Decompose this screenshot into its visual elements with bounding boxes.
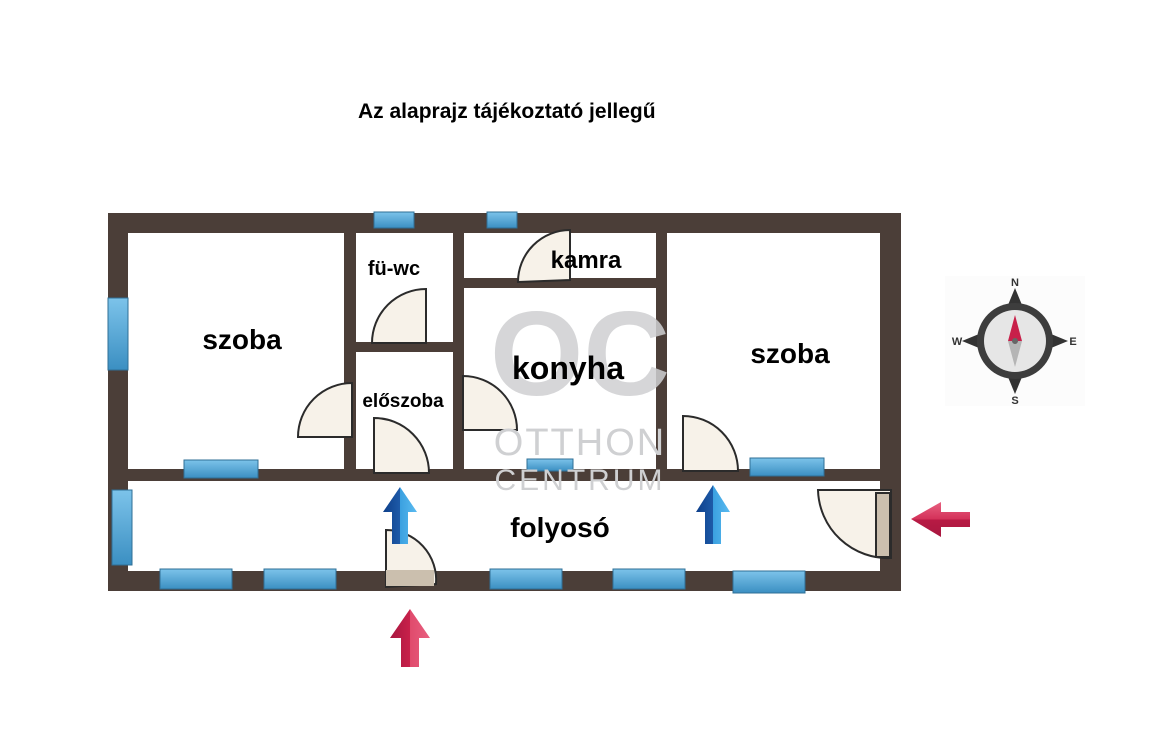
window [749,457,825,477]
entry-arrows-red [390,502,970,667]
window [732,570,806,594]
door [516,228,571,284]
arrow-up-icon [390,609,430,667]
window [489,568,563,590]
compass: N S E W [945,276,1085,407]
door [296,381,353,438]
compass-needle-north [1008,315,1022,341]
window [111,489,133,566]
room-label-szoba-right: szoba [750,338,830,369]
watermark: OC OTTHON CENTRUM [490,287,670,497]
arrow-up-icon [696,485,730,544]
arrow-up-icon [383,487,417,544]
room-label-folyoso: folyosó [510,512,610,543]
entry-arrows-blue [383,485,730,544]
doors [296,228,892,589]
window [263,568,337,590]
door [370,287,427,344]
arrow-left-icon [911,502,970,537]
window [486,211,518,229]
compass-n: N [1011,277,1019,289]
door [816,489,892,560]
compass-w: W [952,336,963,348]
watermark-logo: OC [490,287,670,421]
watermark-line1: OTTHON [494,422,666,464]
window [612,568,686,590]
room-label-szoba-left: szoba [202,324,282,355]
room-labels: szoba fü-wc kamra konyha szoba előszoba … [202,247,830,543]
window [373,211,415,229]
room-label-fu-wc: fü-wc [368,258,420,280]
compass-needle-south [1008,341,1022,367]
room-label-eloszoba: előszoba [362,391,444,412]
windows [107,211,825,594]
window [526,458,574,472]
window [183,459,259,479]
compass-e: E [1069,336,1076,348]
room-label-kamra: kamra [551,247,622,274]
compass-s: S [1011,395,1018,407]
room-label-konyha: konyha [512,350,624,386]
window [159,568,233,590]
door [462,374,519,431]
window [107,297,129,371]
watermark-line2: CENTRUM [495,464,666,497]
door [373,416,431,474]
door [682,414,740,472]
plan-title: Az alaprajz tájékoztató jellegű [358,100,656,123]
